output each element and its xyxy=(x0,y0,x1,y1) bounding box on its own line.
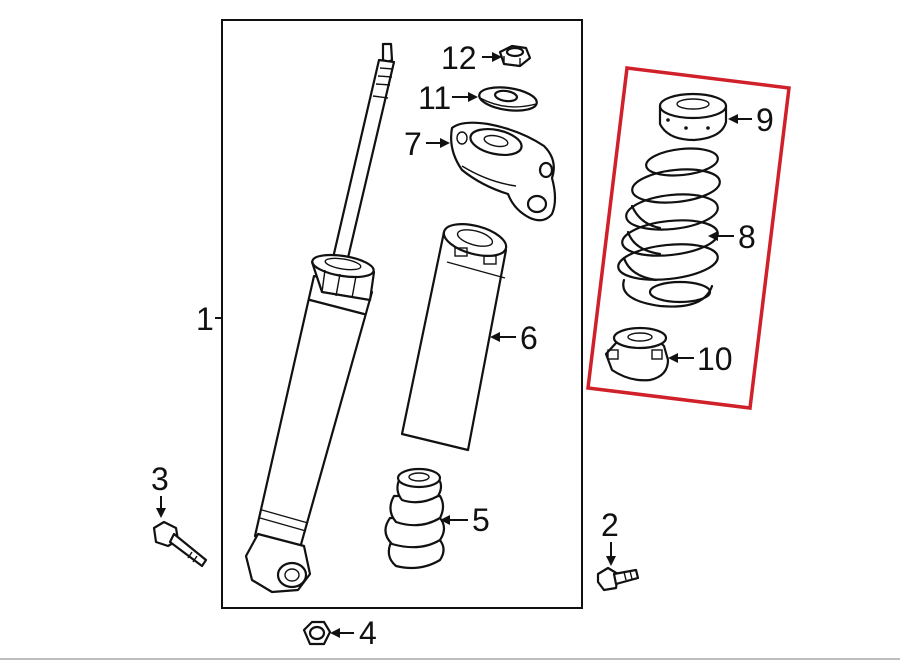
assembly-frame xyxy=(221,19,583,609)
arrowhead-9 xyxy=(728,114,738,124)
arrowhead-12 xyxy=(492,52,502,62)
callout-11: 11 xyxy=(418,80,451,116)
callout-4: 4 xyxy=(359,615,377,651)
lower-nut[interactable] xyxy=(302,620,332,646)
callout-6: 6 xyxy=(520,320,538,356)
callout-12: 12 xyxy=(441,40,477,76)
callout-9: 9 xyxy=(756,102,774,138)
coil-spring[interactable] xyxy=(616,145,721,308)
highlight-box xyxy=(586,66,791,410)
upper-spring-seat[interactable] xyxy=(658,92,728,142)
callout-5: 5 xyxy=(472,502,490,538)
callout-1: 1 xyxy=(196,301,214,337)
callout-3: 3 xyxy=(151,461,169,497)
arrowhead-10 xyxy=(668,353,678,363)
upper-mount[interactable] xyxy=(450,121,557,222)
arrowhead-2 xyxy=(606,556,616,566)
arrowhead-7 xyxy=(440,138,450,148)
shock-absorber[interactable] xyxy=(244,42,396,594)
callout-7: 7 xyxy=(404,126,422,162)
lower-bolt-right[interactable] xyxy=(596,566,640,592)
callout-10: 10 xyxy=(697,341,733,377)
arrowhead-8 xyxy=(708,231,718,241)
bump-stop[interactable] xyxy=(384,467,446,570)
top-nut[interactable] xyxy=(498,44,532,68)
arrowhead-6 xyxy=(490,332,500,342)
lower-bolt-left[interactable] xyxy=(152,520,208,568)
washer-plate[interactable] xyxy=(478,84,538,114)
callout-8: 8 xyxy=(738,219,756,255)
arrowhead-11 xyxy=(468,92,478,102)
lower-spring-seat[interactable] xyxy=(604,326,670,382)
arrowhead-3 xyxy=(156,508,166,518)
dust-boot[interactable] xyxy=(400,218,510,452)
arrowhead-5 xyxy=(440,515,450,525)
callout-2: 2 xyxy=(601,507,619,543)
arrowhead-4 xyxy=(330,628,340,638)
